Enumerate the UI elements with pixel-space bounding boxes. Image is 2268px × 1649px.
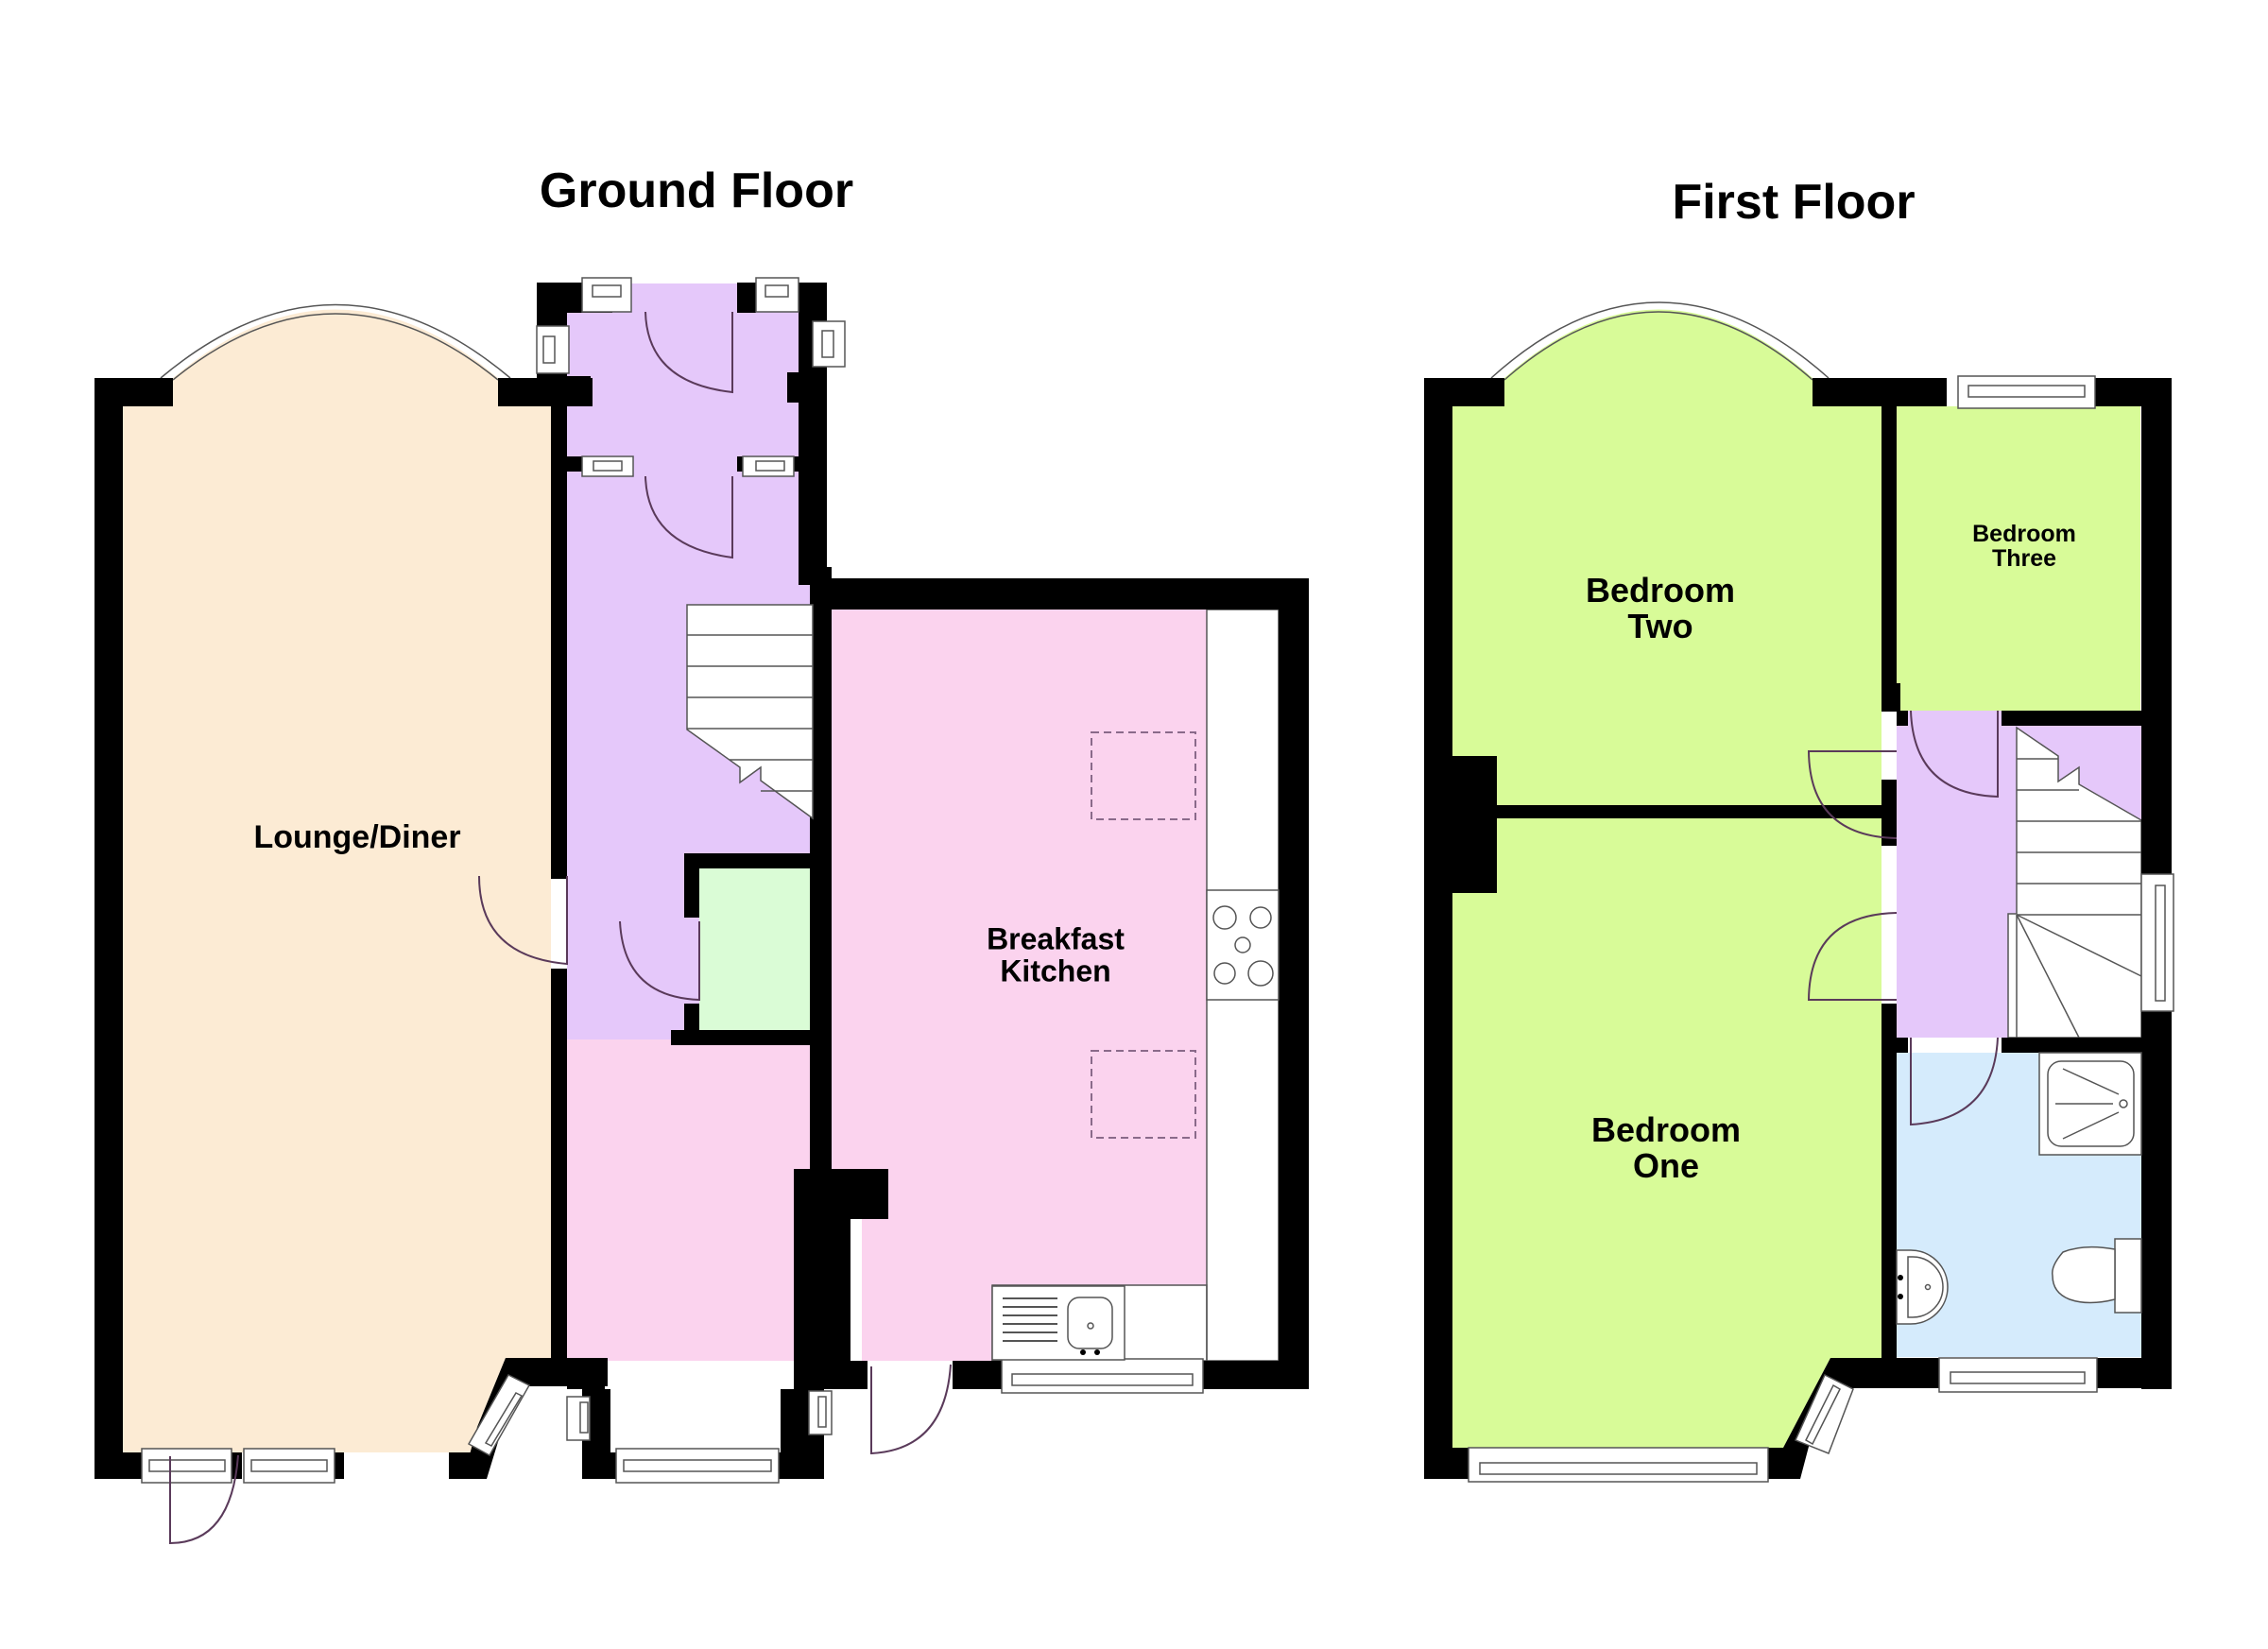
chimney-breast xyxy=(794,1169,888,1389)
bay-window-arc-inner xyxy=(1503,311,1813,381)
wall xyxy=(551,969,567,1361)
wall xyxy=(1203,1361,1309,1389)
doors-first xyxy=(1807,710,1999,1126)
wall xyxy=(1424,378,1504,406)
wall xyxy=(1881,683,1900,712)
wall xyxy=(94,378,173,406)
chimney-breast xyxy=(1452,756,1497,893)
wall xyxy=(551,378,567,879)
stairs-icon xyxy=(686,604,814,820)
wall xyxy=(2141,378,2172,874)
wall xyxy=(2141,1011,2172,1389)
room-label-line: Two xyxy=(1627,607,1693,645)
wall xyxy=(1881,1038,1908,1053)
wall xyxy=(2002,1038,2172,1053)
bay-window-arc-inner xyxy=(172,313,499,381)
room-label-line: Three xyxy=(1991,545,2057,572)
windows-first xyxy=(1468,375,2174,1483)
wall xyxy=(810,578,1309,610)
wall xyxy=(1279,578,1309,1389)
first-floor-plan xyxy=(1424,301,2174,1483)
label-bedroom-two: Bedroom Two xyxy=(1586,573,1735,644)
wall xyxy=(537,376,591,404)
label-breakfast-kitchen: Breakfast Kitchen xyxy=(987,923,1125,987)
room-label-line: Bedroom xyxy=(1585,571,1736,610)
wall xyxy=(684,853,699,918)
room-bedroom-two xyxy=(1452,309,1881,805)
shower-tray-icon xyxy=(2038,1052,2142,1156)
wall xyxy=(335,1452,344,1479)
wall xyxy=(1424,378,1452,1479)
wall xyxy=(1881,406,1897,683)
toilet-icon xyxy=(2051,1238,2142,1314)
wall xyxy=(1424,1448,1469,1479)
wall xyxy=(1881,780,1897,846)
label-bedroom-one: Bedroom One xyxy=(1591,1112,1741,1184)
basin-icon xyxy=(1896,1249,1949,1325)
skylight xyxy=(1091,1050,1196,1139)
ground-floor-plan xyxy=(94,277,1309,1545)
wall xyxy=(94,1452,142,1479)
room-label-line: Bedroom xyxy=(1972,520,2076,547)
room-lounge-diner xyxy=(123,309,551,1452)
room-label-line: Kitchen xyxy=(1000,953,1111,988)
wall xyxy=(1897,711,1908,726)
wall xyxy=(567,1361,605,1389)
wall xyxy=(810,567,832,1361)
room-bedroom-one xyxy=(1452,818,1881,1448)
room-breakfast-kitchen xyxy=(567,610,1207,1361)
wall xyxy=(787,372,810,403)
wall xyxy=(1452,805,1887,818)
room-wc xyxy=(699,867,813,1030)
wall xyxy=(684,853,813,868)
bay-window-arc xyxy=(1490,301,1830,379)
label-lounge-diner: Lounge/Diner xyxy=(253,819,461,856)
doors-ground xyxy=(169,311,952,1545)
wall xyxy=(1813,378,1947,406)
room-label-line: One xyxy=(1632,1146,1700,1185)
wall xyxy=(737,283,756,313)
wall xyxy=(1768,1448,1796,1479)
stairs-icon xyxy=(2007,726,2142,1039)
hob-icon xyxy=(1206,889,1280,1001)
first-floor-title: First Floor xyxy=(1672,175,1916,230)
wall xyxy=(449,1452,487,1479)
wall xyxy=(94,378,123,1479)
room-label-line: Bedroom xyxy=(1590,1110,1742,1150)
wall xyxy=(671,1030,832,1045)
room-label-line: Lounge/Diner xyxy=(253,819,461,856)
wall xyxy=(2002,711,2141,726)
room-label-line: Breakfast xyxy=(987,921,1125,956)
bay-window-arc xyxy=(160,303,511,379)
wall xyxy=(1881,1004,1897,1358)
wall xyxy=(953,1361,1002,1389)
skylight xyxy=(1091,731,1196,820)
sink-icon xyxy=(991,1285,1125,1361)
label-bedroom-three: Bedroom Three xyxy=(1972,520,2076,572)
windows-ground xyxy=(141,277,1204,1484)
room-bedroom-three xyxy=(1897,406,2140,711)
ground-floor-title: Ground Floor xyxy=(539,163,854,218)
